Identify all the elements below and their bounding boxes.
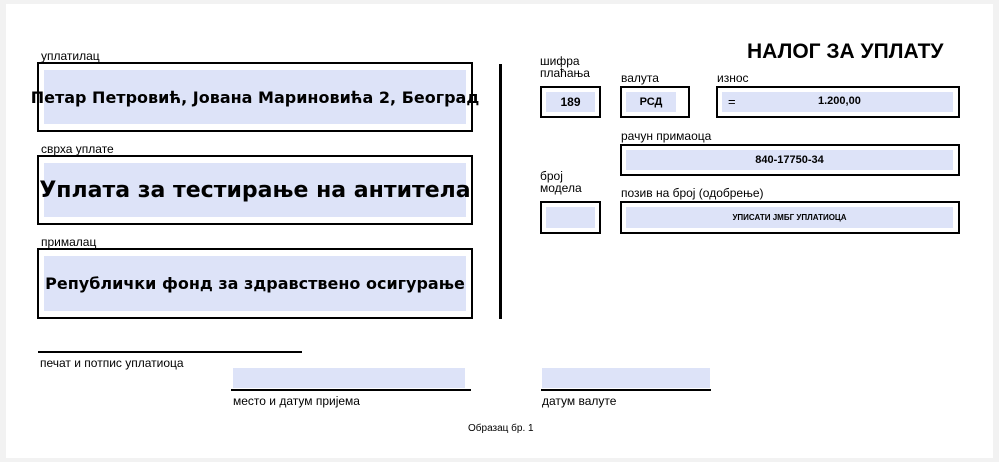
amount-box: = 1.200,00 [716,86,960,118]
reference-number-box: УПИСАТИ ЈМБГ УПЛАТИОЦА [620,201,960,234]
payer-box: Петар Петровић, Јована Мариновића 2, Бео… [31,62,479,132]
place-date-received-label: место и датум пријема [233,394,360,408]
model-number-label-line1: број [540,169,563,183]
place-date-received-line [231,389,471,391]
signature-line [38,351,302,353]
currency-box: РСД [620,86,690,118]
payment-code-box: 189 [540,86,601,118]
payer-label: уплатилац [41,49,100,63]
model-number-label-line2: модела [540,181,582,195]
currency-label: валута [621,71,659,85]
place-date-received-field[interactable] [233,368,465,388]
payment-slip: уплатилац Петар Петровић, Јована Маринов… [6,4,993,458]
payment-code-label: шифра плаћања [540,55,590,79]
amount-value: 1.200,00 [818,95,861,107]
form-title: НАЛОГ ЗА УПЛАТУ [747,40,944,63]
currency-field[interactable]: РСД [626,92,676,112]
recipient-label: прималац [41,235,97,249]
recipient-account-box: 840-17750-34 [620,144,960,176]
amount-label: износ [717,71,749,85]
purpose-label: сврха уплате [41,142,114,156]
form-number: Образац бр. 1 [468,423,534,434]
reference-number-field[interactable]: УПИСАТИ ЈМБГ УПЛАТИОЦА [626,207,953,228]
value-date-label: датум валуте [542,394,617,408]
model-number-field[interactable] [546,207,595,228]
recipient-account-field[interactable]: 840-17750-34 [626,150,953,170]
value-date-field[interactable] [542,368,710,388]
payer-field[interactable]: Петар Петровић, Јована Мариновића 2, Бео… [31,70,479,124]
amount-equals-sign: = [728,94,736,109]
reference-number-label: позив на број (одобрење) [621,186,764,200]
recipient-account-label: рачун примаоца [621,129,712,143]
recipient-box: Републички фонд за здравствено осигурање [37,248,473,319]
purpose-field[interactable]: Уплата за тестирање на антитела [39,163,471,217]
model-number-box [540,201,601,234]
value-date-line [541,389,711,391]
purpose-box: Уплата за тестирање на антитела [37,155,473,225]
signature-label: печат и потпис уплатиоца [40,356,184,370]
payment-code-label-line1: шифра [540,54,580,68]
recipient-field[interactable]: Републички фонд за здравствено осигурање [44,256,466,311]
model-number-label: број модела [540,170,582,194]
amount-field[interactable]: = 1.200,00 [722,92,953,112]
payment-code-label-line2: плаћања [540,66,590,80]
column-divider [499,64,502,319]
payment-code-field[interactable]: 189 [546,92,595,112]
